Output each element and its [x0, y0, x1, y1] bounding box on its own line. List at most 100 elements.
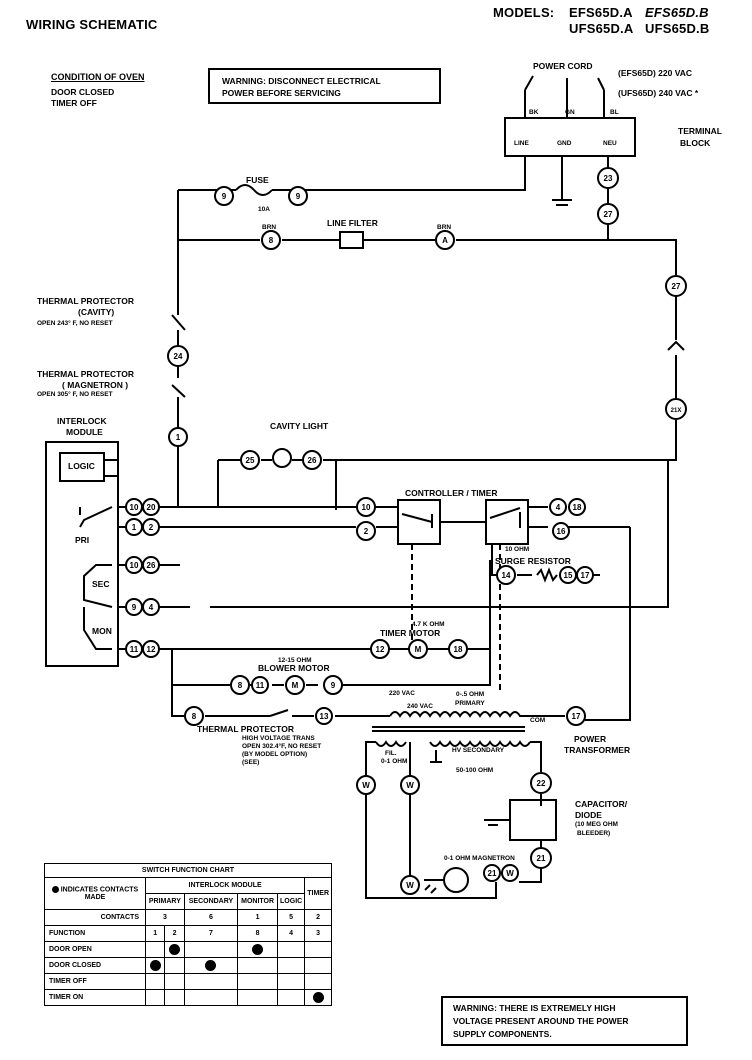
- brn-label-1: BRN: [262, 224, 277, 231]
- dot: [149, 960, 161, 971]
- chart-row-timer-on: TIMER ON: [44, 989, 146, 1006]
- svg-text:8: 8: [238, 681, 243, 690]
- svg-text:1: 1: [132, 523, 137, 532]
- node-2-left: 2: [142, 518, 160, 536]
- svg-text:2: 2: [149, 523, 154, 532]
- node-1-left: 1: [125, 518, 143, 536]
- node-26-sec: 26: [142, 556, 160, 574]
- blower-ohm: 12-15 OHM: [278, 657, 312, 664]
- line-filter-box: [339, 231, 364, 249]
- svg-text:W: W: [406, 881, 414, 890]
- interlock-label: INTERLOCK: [57, 416, 107, 426]
- capacitor-label-2: DIODE: [575, 810, 602, 820]
- svg-text:W: W: [506, 869, 514, 878]
- model-3: UFS65D.A: [569, 21, 634, 36]
- node-w-2: W: [400, 775, 420, 795]
- dot: [312, 992, 324, 1003]
- hv-secondary-ohm: 50-100 OHM: [456, 767, 494, 774]
- svg-text:25: 25: [246, 456, 255, 465]
- fuse-symbol: [235, 184, 273, 196]
- node-11: 11: [125, 640, 143, 658]
- thermal-cavity-label: THERMAL PROTECTOR: [37, 296, 134, 306]
- svg-text:9: 9: [296, 192, 301, 201]
- warning-top-line-1: WARNING: DISCONNECT ELECTRICAL: [222, 76, 381, 86]
- node-8: 8: [261, 230, 281, 250]
- warning-bottom-line-3: SUPPLY COMPONENTS.: [453, 1029, 552, 1039]
- node-13: 13: [315, 707, 333, 725]
- node-11-blower: 11: [251, 676, 269, 694]
- svg-text:18: 18: [573, 503, 582, 512]
- chart-contact-3: 1: [237, 909, 279, 926]
- wire-gn: GN: [565, 109, 575, 116]
- primary-220: 220 VAC: [389, 690, 415, 697]
- svg-text:17: 17: [581, 571, 590, 580]
- node-21: 21: [530, 847, 552, 869]
- svg-text:W: W: [362, 781, 370, 790]
- chart-contact-1: 3: [145, 909, 185, 926]
- svg-text:9: 9: [331, 681, 336, 690]
- thermal-transformer-label: THERMAL PROTECTOR: [197, 724, 294, 734]
- controller-label: CONTROLLER / TIMER: [405, 488, 498, 498]
- svg-text:15: 15: [564, 571, 573, 580]
- terminal-block: [504, 117, 636, 157]
- fuse-rating: 10A: [258, 206, 270, 213]
- node-20: 20: [142, 498, 160, 516]
- svg-text:10: 10: [130, 561, 139, 570]
- magnetron-label: 0-1 OHM MAGNETRON: [444, 855, 515, 862]
- svg-text:21X: 21X: [671, 408, 682, 414]
- node-w-4: W: [501, 864, 519, 882]
- warning-bottom-line-1: WARNING: THERE IS EXTREMELY HIGH: [453, 1003, 616, 1013]
- svg-text:M: M: [292, 681, 299, 690]
- terminal-nodes: 9 9 8 A 23 27 27 21X 24 1 10 20 1 2 10 2…: [125, 167, 687, 895]
- warning-disconnect-box: WARNING: DISCONNECT ELECTRICAL POWER BEF…: [208, 68, 441, 104]
- pri-label: PRI: [75, 535, 90, 545]
- capacitor-diode-box: [509, 799, 557, 841]
- node-25: 25: [240, 450, 260, 470]
- chart-contacts-label: CONTACTS: [44, 909, 146, 926]
- power-cord-label: POWER CORD: [533, 61, 593, 71]
- interlock-module-box: [45, 441, 119, 667]
- chart-col-secondary: SECONDARY: [183, 893, 239, 910]
- fuse-label: FUSE: [246, 175, 269, 185]
- svg-text:A: A: [442, 236, 448, 245]
- power-transformer-label-1: POWER: [574, 734, 607, 744]
- node-9a: 9: [214, 186, 234, 206]
- condition-line-2: TIMER OFF: [51, 98, 97, 108]
- node-2-ctrl: 2: [356, 521, 376, 541]
- primary-winding: [389, 711, 565, 718]
- fil-ohm: 0-1 OHM: [381, 758, 408, 765]
- tt-note-3: (BY MODEL OPTION): [242, 751, 308, 758]
- node-14: 14: [496, 565, 516, 585]
- model-1: EFS65D.A: [569, 5, 633, 20]
- thermal-magnetron-sub: ( MAGNETRON ): [62, 380, 129, 390]
- svg-text:26: 26: [308, 456, 317, 465]
- timer-motor-m: M: [408, 639, 428, 659]
- svg-text:12: 12: [376, 645, 385, 654]
- blower-motor-label: BLOWER MOTOR: [258, 663, 330, 673]
- cavity-light-bulb: [272, 448, 292, 468]
- node-16: 16: [552, 522, 570, 540]
- node-12-timer: 12: [370, 639, 390, 659]
- capacitor-label-3: (10 MEG OHM: [575, 821, 618, 828]
- mon-label: MON: [92, 626, 112, 636]
- svg-text:10: 10: [130, 503, 139, 512]
- svg-text:21: 21: [488, 869, 497, 878]
- node-23: 23: [597, 167, 619, 189]
- svg-text:M: M: [415, 645, 422, 654]
- svg-text:22: 22: [537, 779, 546, 788]
- wire-bk: BK: [529, 109, 539, 116]
- voltage-ufs: (UFS65D) 240 VAC *: [618, 88, 699, 98]
- node-18-ctrl: 18: [568, 498, 586, 516]
- svg-text:10: 10: [362, 503, 371, 512]
- node-9b: 9: [288, 186, 308, 206]
- wire-bl: BL: [610, 109, 619, 116]
- thermal-magnetron-spec: OPEN 305° F, NO RESET: [37, 391, 113, 398]
- node-18-timer: 18: [448, 639, 468, 659]
- power-transformer-label-2: TRANSFORMER: [564, 745, 631, 755]
- svg-text:21: 21: [537, 854, 546, 863]
- svg-text:2: 2: [364, 527, 369, 536]
- model-2: EFS65D.B: [645, 5, 709, 20]
- chart-fn-4: 8: [237, 925, 279, 942]
- svg-text:11: 11: [256, 681, 265, 690]
- voltage-efs: (EFS65D) 220 VAC: [618, 68, 693, 78]
